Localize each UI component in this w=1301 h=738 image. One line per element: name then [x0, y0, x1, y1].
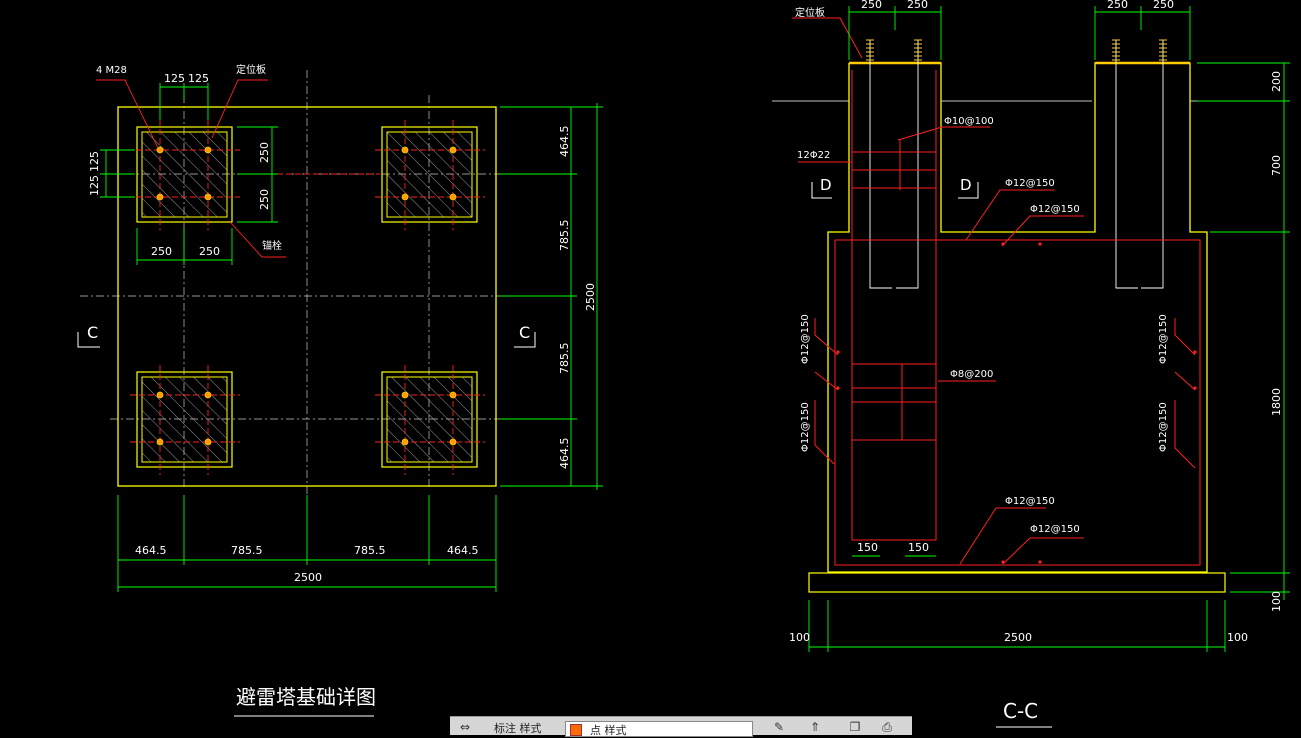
section-mark-lines [77, 332, 536, 348]
point-style-label: 点 样式 [590, 724, 627, 737]
dim-bottom-c: 785.5 [354, 544, 386, 557]
dim-bottom-total: 2500 [294, 571, 322, 584]
dimension-style-icon[interactable]: ⇔ [459, 720, 471, 734]
dim-bottom-d: 464.5 [447, 544, 479, 557]
sec-dim-100-left: 100 [789, 631, 810, 644]
print-icon[interactable]: ⎙ [882, 720, 892, 734]
rebar-mid: Φ8@200 [950, 369, 993, 380]
sec-dim-250b: 250 [907, 0, 928, 11]
color-swatch-icon [570, 724, 582, 736]
section-concrete-outline [827, 62, 1208, 573]
dim-left-125b: 125 [88, 175, 101, 196]
pedestal-top-left [136, 126, 233, 223]
sec-dim-200: 200 [1270, 71, 1283, 92]
sec-dim-100-right: 100 [1270, 591, 1283, 612]
dim-right-c: 785.5 [558, 343, 571, 375]
dim-bot-250b: 250 [199, 245, 220, 258]
section-mark-c-left: C [87, 323, 98, 342]
rebar-dots [836, 242, 1197, 564]
rebar-main: 12Φ22 [797, 150, 830, 161]
dim-right-total: 2500 [584, 283, 597, 311]
sec-cover-150a: 150 [857, 541, 878, 554]
rebar-left2: Φ12@150 [800, 402, 811, 452]
section-mark-d-left: D [820, 176, 832, 194]
anchor-bolt-lines [869, 40, 1164, 289]
pencil-icon[interactable]: ✎ [773, 720, 785, 734]
cushion-layer [808, 572, 1226, 593]
pedestal-bottom-right [381, 371, 478, 468]
plan-leaders [96, 79, 286, 258]
sec-dim-700: 700 [1270, 155, 1283, 176]
sec-cover-150b: 150 [908, 541, 929, 554]
rebar-lines [792, 17, 1201, 566]
rebar-bot1: Φ12@150 [1005, 496, 1055, 507]
section-mark-d-lines [811, 182, 979, 199]
section-mark-d-right: D [960, 176, 972, 194]
sec-dim-1800: 1800 [1270, 388, 1283, 416]
section-mark-c-right: C [519, 323, 530, 342]
dim-left-125a: 125 [88, 151, 101, 172]
dimension-style-label[interactable]: 标注 样式 [494, 722, 542, 735]
section-view [772, 6, 1290, 652]
dim-box-250b: 250 [258, 189, 271, 210]
section-dimension-lines [808, 6, 1290, 652]
dim-right-b: 785.5 [558, 220, 571, 252]
bolt-label: 4 M28 [96, 65, 127, 76]
rebar-right2: Φ12@150 [1158, 402, 1169, 452]
section-plate-label: 定位板 [795, 6, 825, 19]
rebar-stirrup-col: Φ10@100 [944, 116, 994, 127]
section-labels: 定位板 250 250 250 250 Φ10@100 12Φ22 D D Φ1… [789, 0, 1283, 728]
bottom-toolbar: ⇔ 标注 样式 点 样式 ✎ ⇑ ❐ ⎙ [450, 716, 912, 737]
pedestal-bottom-left [136, 371, 233, 468]
sec-dim-250d: 250 [1153, 0, 1174, 11]
sec-dim-total: 2500 [1004, 631, 1032, 644]
arrow-up-icon[interactable]: ⇑ [809, 720, 821, 734]
point-style-field[interactable]: 点 样式 [565, 721, 753, 737]
plan-title: 避雷塔基础详图 [236, 685, 376, 709]
dim-bottom-b: 785.5 [231, 544, 263, 557]
dim-right-d: 464.5 [558, 438, 571, 470]
copy-icon[interactable]: ❐ [849, 720, 861, 734]
dim-box-250a: 250 [258, 142, 271, 163]
sec-dim-100-right-bottom: 100 [1227, 631, 1248, 644]
dim-bot-250a: 250 [151, 245, 172, 258]
rebar-top1: Φ12@150 [1005, 178, 1055, 189]
sec-dim-250c: 250 [1107, 0, 1128, 11]
dim-right-a: 464.5 [558, 126, 571, 158]
rebar-right1: Φ12@150 [1158, 314, 1169, 364]
foundation-plan-view [77, 70, 603, 592]
dim-top-125b: 125 [188, 72, 209, 85]
pedestal-top-right [381, 126, 478, 223]
bolt-threads [866, 39, 1167, 61]
dim-top-125a: 125 [164, 72, 185, 85]
rebar-top2: Φ12@150 [1030, 204, 1080, 215]
plan-dimension-lines [100, 83, 603, 592]
rebar-bot2: Φ12@150 [1030, 524, 1080, 535]
sec-dim-250a: 250 [861, 0, 882, 11]
anchor-label: 锚栓 [262, 239, 282, 252]
plan-labels: 4 M28 定位板 锚栓 125 125 125 125 250 250 250… [87, 63, 597, 717]
section-title: C-C [1003, 699, 1038, 723]
rebar-left1: Φ12@150 [800, 314, 811, 364]
foundation-outline [117, 106, 497, 487]
dim-bottom-a: 464.5 [135, 544, 167, 557]
plate-label: 定位板 [236, 63, 266, 76]
anchor-bolts [156, 146, 457, 446]
